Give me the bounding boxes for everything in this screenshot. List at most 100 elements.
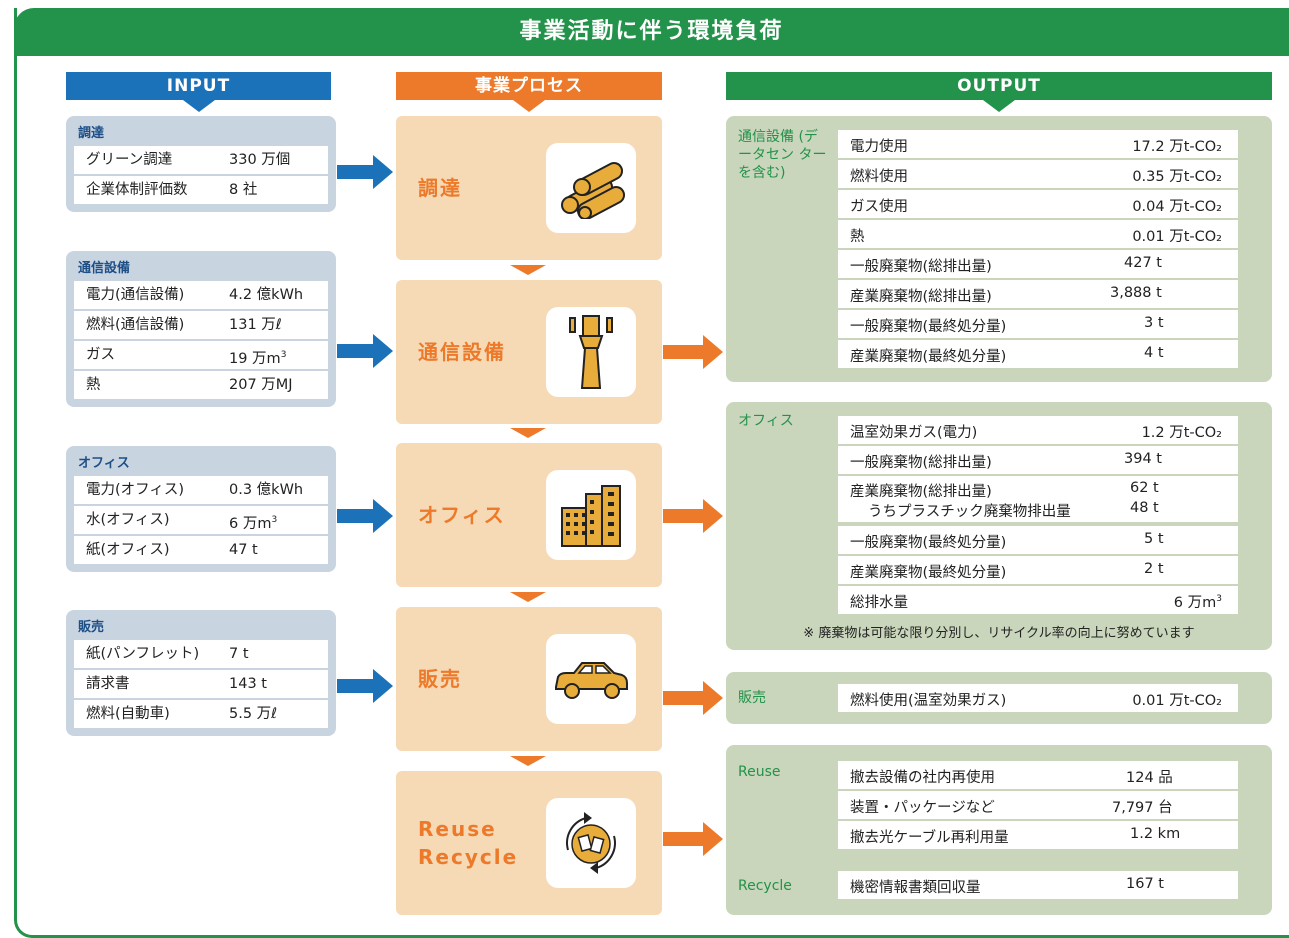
output-panel-title: 通信設備 (データセン ターを含む) <box>738 129 827 181</box>
input-value: 207 万MJ <box>229 377 293 393</box>
output-row: 産業廃棄物(総排出量) 62 t うちプラスチック廃棄物排出量 48 t <box>838 476 1238 522</box>
input-value: 131 万ℓ <box>229 317 282 333</box>
superscript: 3 <box>1216 594 1222 605</box>
output-arrow <box>663 822 723 856</box>
output-label: 撤去光ケーブル再利用量 <box>850 830 1009 846</box>
input-label: 請求書 <box>86 676 130 692</box>
output-value: 4 t <box>1144 345 1164 361</box>
output-row: 燃料使用 0.35 万t-CO₂ <box>838 160 1238 188</box>
input-label: 電力(オフィス) <box>86 482 185 498</box>
output-label: 熱 <box>850 229 865 245</box>
output-label: 一般廃棄物(総排出量) <box>850 259 992 275</box>
output-panel-office: オフィス 温室効果ガス(電力)1.2 万t-CO₂ 一般廃棄物(総排出量)394… <box>726 402 1272 650</box>
output-header: OUTPUT <box>726 72 1272 112</box>
input-row: 紙(オフィス)47 t <box>74 536 328 564</box>
input-row: 水(オフィス) 6 万m3 <box>74 506 328 534</box>
output-sub-label: うちプラスチック廃棄物排出量 <box>868 504 1071 520</box>
output-label: 燃料使用(温室効果ガス) <box>850 693 1007 709</box>
page-title: 事業活動に伴う環境負荷 <box>14 8 1289 56</box>
input-arrow <box>337 669 393 703</box>
output-label: 温室効果ガス(電力) <box>850 425 978 441</box>
input-value: 7 t <box>229 646 249 662</box>
output-panel-sales: 販売 燃料使用(温室効果ガス)0.01 万t-CO₂ <box>726 672 1272 724</box>
input-panel-title: 販売 <box>78 620 105 635</box>
output-value: 0.04 万t-CO₂ <box>1132 199 1222 215</box>
superscript: 3 <box>280 350 287 360</box>
input-arrow <box>337 499 393 533</box>
output-row: 一般廃棄物(総排出量)427 t <box>838 250 1238 278</box>
input-label: 紙(パンフレット) <box>86 646 200 662</box>
output-label: 一般廃棄物(最終処分量) <box>850 319 1007 335</box>
input-label: 燃料(自動車) <box>86 706 170 722</box>
input-row: 電力(オフィス)0.3 億kWh <box>74 476 328 504</box>
input-label: 熱 <box>86 377 101 393</box>
output-arrow <box>663 681 723 715</box>
superscript: 3 <box>271 515 278 525</box>
output-row: 産業廃棄物(最終処分量) 2 t <box>838 556 1238 584</box>
input-row: 燃料(自動車) 5.5 万ℓ <box>74 700 328 728</box>
output-arrow <box>663 335 723 369</box>
output-label: 燃料使用 <box>850 169 908 185</box>
input-arrow <box>337 155 393 189</box>
input-label: 水(オフィス) <box>86 512 170 528</box>
output-value: 6 万m3 <box>1174 591 1222 612</box>
process-header: 事業プロセス <box>396 72 662 112</box>
output-row: 機密情報書類回収量 167 t <box>838 871 1238 899</box>
output-label: ガス使用 <box>850 199 908 215</box>
input-header: INPUT <box>66 72 331 112</box>
output-value: 7,797 台 <box>1112 800 1173 816</box>
output-value: 167 t <box>1126 876 1164 892</box>
output-value: 1.2 km <box>1130 826 1181 842</box>
process-office: オフィス <box>396 443 662 587</box>
output-label: 産業廃棄物(総排出量) <box>850 289 992 305</box>
input-panel-title: 通信設備 <box>78 261 131 276</box>
output-value: 124 品 <box>1126 770 1173 786</box>
output-value: 3 t <box>1144 315 1164 331</box>
process-down-arrow <box>510 592 546 602</box>
input-value: 4.2 億kWh <box>229 287 304 303</box>
output-value: 0.35 万t-CO₂ <box>1132 169 1222 185</box>
process-down-arrow <box>510 265 546 275</box>
output-value: 62 t <box>1130 480 1159 496</box>
input-label: 企業体制評価数 <box>86 182 188 198</box>
input-row: 請求書 143 t <box>74 670 328 698</box>
output-label: 機密情報書類回収量 <box>850 880 981 896</box>
input-panel-sales: 販売 紙(パンフレット) 7 t 請求書 143 t 燃料(自動車) 5.5 万ℓ <box>66 610 336 736</box>
input-label: ガス <box>86 347 115 363</box>
input-label: 燃料(通信設備) <box>86 317 185 333</box>
output-panel-title: Recycle <box>738 878 792 894</box>
value-text: 6 万m <box>229 515 272 532</box>
output-label: 産業廃棄物(総排出量) <box>850 484 992 500</box>
input-panel-office: オフィス 電力(オフィス)0.3 億kWh 水(オフィス)6 万m3 紙(オフィ… <box>66 446 336 572</box>
input-value: 6 万m3 <box>229 506 277 538</box>
input-value: 143 t <box>229 676 267 692</box>
output-sub-value: 48 t <box>1130 500 1159 516</box>
process-label: 調達 <box>418 176 462 200</box>
input-value: 5.5 万ℓ <box>229 706 278 722</box>
process-reuse-recycle: Reuse Recycle <box>396 771 662 915</box>
output-label: 産業廃棄物(最終処分量) <box>850 349 1007 365</box>
process-down-arrow <box>510 428 546 438</box>
input-row: 電力(通信設備)4.2 億kWh <box>74 281 328 309</box>
output-row: 撤去光ケーブル再利用量 1.2 km <box>838 821 1238 849</box>
input-row: 燃料(通信設備) 131 万ℓ <box>74 311 328 339</box>
output-row: 温室効果ガス(電力) 1.2 万t-CO₂ <box>838 416 1238 444</box>
input-label: 紙(オフィス) <box>86 542 170 558</box>
input-arrow <box>337 334 393 368</box>
output-value: 2 t <box>1144 561 1164 577</box>
output-row: 産業廃棄物(最終処分量) 4 t <box>838 340 1238 368</box>
output-value: 5 t <box>1144 531 1164 547</box>
output-label: 産業廃棄物(最終処分量) <box>850 565 1007 581</box>
output-arrow <box>663 499 723 533</box>
output-value: 1.2 万t-CO₂ <box>1141 425 1222 441</box>
value-text: 6 万m <box>1173 595 1217 611</box>
input-value: 19 万m3 <box>229 341 286 373</box>
